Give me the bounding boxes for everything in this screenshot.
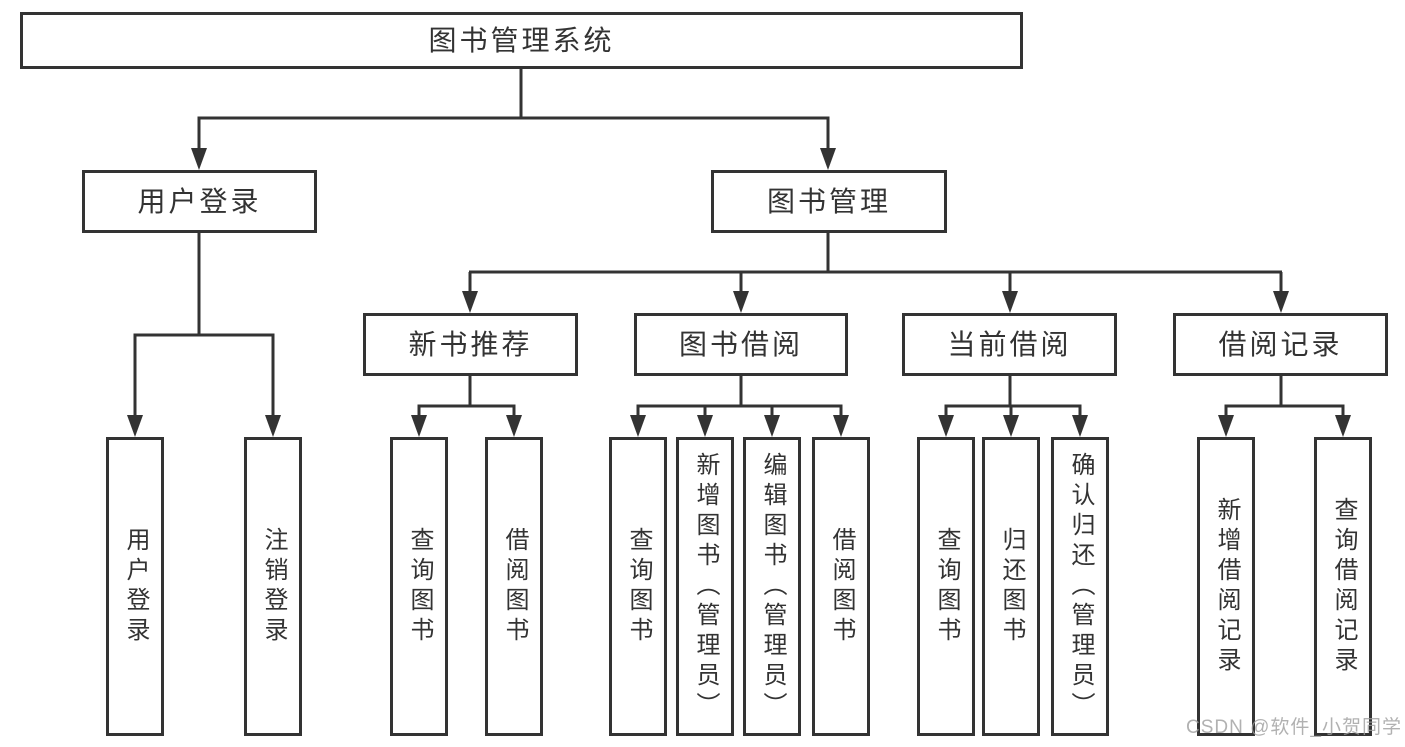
leaf-confirm-return-admin: 确认归还（管理员） bbox=[1051, 437, 1109, 736]
leaf-label: 编辑图书（管理员） bbox=[759, 451, 786, 722]
leaf-add-borrow-record: 新增借阅记录 bbox=[1197, 437, 1255, 736]
leaf-logout-login: 注销登录 bbox=[244, 437, 302, 736]
node-library-management-system: 图书管理系统 bbox=[20, 12, 1023, 69]
leaf-query-books-borrowing: 查询图书 bbox=[609, 437, 667, 736]
node-label: 新书推荐 bbox=[408, 328, 533, 360]
leaf-label: 查询图书 bbox=[933, 526, 960, 647]
leaf-label: 用户登录 bbox=[122, 526, 149, 647]
node-new-book-recommendation: 新书推荐 bbox=[363, 313, 578, 376]
leaf-label: 注销登录 bbox=[260, 526, 287, 647]
connector-borrowing-records-children bbox=[1218, 376, 1351, 437]
leaf-label: 归还图书 bbox=[998, 526, 1025, 647]
leaf-user-login: 用户登录 bbox=[106, 437, 164, 736]
csdn-watermark: CSDN @软件_小贺同学 bbox=[1186, 717, 1402, 738]
leaf-edit-books-admin: 编辑图书（管理员） bbox=[743, 437, 801, 736]
leaf-label: 借阅图书 bbox=[501, 526, 528, 647]
node-label: 当前借阅 bbox=[947, 328, 1072, 360]
connector-book-borrowing-children bbox=[630, 376, 849, 437]
connector-root-to-level2 bbox=[191, 68, 836, 170]
node-current-borrowing: 当前借阅 bbox=[902, 313, 1117, 376]
leaf-add-books-admin: 新增图书（管理员） bbox=[676, 437, 734, 736]
leaf-return-books: 归还图书 bbox=[982, 437, 1040, 736]
leaf-query-books-current: 查询图书 bbox=[917, 437, 975, 736]
leaf-query-borrow-record: 查询借阅记录 bbox=[1314, 437, 1372, 736]
node-book-borrowing: 图书借阅 bbox=[634, 313, 848, 376]
connector-current-borrowing-children bbox=[938, 376, 1088, 437]
leaf-label: 新增借阅记录 bbox=[1213, 496, 1240, 677]
leaf-label: 查询借阅记录 bbox=[1330, 496, 1357, 677]
connector-new-book-recommendation-children bbox=[411, 376, 522, 437]
leaf-label: 查询图书 bbox=[406, 526, 433, 647]
leaf-borrow-books-recommend: 借阅图书 bbox=[485, 437, 543, 736]
leaf-label: 新增图书（管理员） bbox=[692, 451, 719, 722]
node-label: 图书管理系统 bbox=[428, 24, 615, 56]
node-borrowing-records: 借阅记录 bbox=[1173, 313, 1388, 376]
node-label: 用户登录 bbox=[137, 185, 262, 217]
node-label: 借阅记录 bbox=[1218, 328, 1343, 360]
connector-user-login-children bbox=[127, 233, 281, 437]
node-book-management: 图书管理 bbox=[711, 170, 947, 233]
node-label: 图书借阅 bbox=[678, 328, 803, 360]
connector-book-management-to-level3 bbox=[462, 233, 1289, 313]
leaf-query-books-recommend: 查询图书 bbox=[390, 437, 448, 736]
node-user-login: 用户登录 bbox=[82, 170, 317, 233]
node-label: 图书管理 bbox=[766, 185, 891, 217]
leaf-label: 查询图书 bbox=[625, 526, 652, 647]
leaf-label: 确认归还（管理员） bbox=[1067, 451, 1094, 722]
leaf-borrow-books: 借阅图书 bbox=[812, 437, 870, 736]
leaf-label: 借阅图书 bbox=[828, 526, 855, 647]
